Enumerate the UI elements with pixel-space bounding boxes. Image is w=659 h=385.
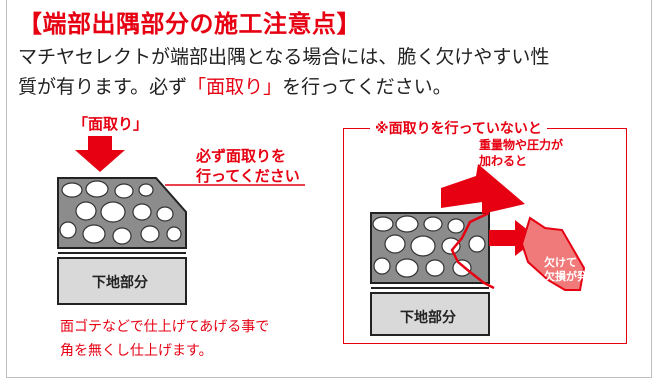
- description-text-end: を行ってください。: [282, 76, 452, 98]
- note-line-2: 角を無くし仕上げます。: [60, 343, 213, 359]
- page-title: 【端部出隅部分の施工注意点】: [18, 10, 361, 38]
- note-line-1: 面ゴテなどで仕上げてあげる事で: [60, 319, 270, 335]
- callout-line-2: 行ってください: [196, 167, 300, 185]
- aggregate-stones-right: [372, 215, 486, 278]
- description-line-1: マチヤセレクトが端部出隅となる場合には、脆く欠けやすい性: [18, 46, 550, 68]
- down-arrow-icon: [75, 136, 125, 172]
- pressure-label-1: 重量物や圧力が: [479, 138, 564, 152]
- content-frame: [6, 0, 652, 378]
- base-layer: [57, 257, 187, 305]
- chamfer-highlight: 「面取り」: [187, 76, 283, 98]
- pressure-label-2: 加わると: [479, 154, 528, 168]
- crack-line: [450, 211, 495, 290]
- chip-label-2: 欠損が発生: [544, 270, 599, 283]
- pressure-arrow-icon: [441, 164, 525, 214]
- callout-line-1: 必ず面取りを: [196, 147, 287, 165]
- description-line-2: 質が有ります。必ず「面取り」を行ってください。: [18, 72, 452, 99]
- description-text: 質が有ります。必ず: [18, 76, 188, 98]
- chamfer-label: 「面取り」: [73, 115, 149, 133]
- chipped-fragment: [520, 216, 586, 291]
- right-base-layer: [370, 292, 490, 336]
- right-base-label: 下地部分: [400, 310, 456, 326]
- aggregate-stones: [59, 180, 182, 245]
- warning-box-title: ※面取りを行っていないと: [370, 118, 547, 138]
- left-base-label: 下地部分: [92, 275, 148, 291]
- chip-label-1: 欠けて: [544, 256, 577, 269]
